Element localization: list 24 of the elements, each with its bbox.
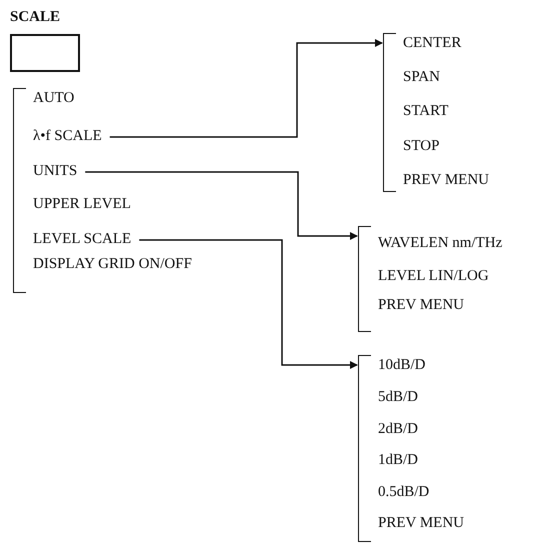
connector-arrow xyxy=(85,171,358,240)
key-label: SCALE xyxy=(10,8,62,26)
menu-item: LEVEL LIN/LOG xyxy=(378,267,497,285)
connector-arrow xyxy=(139,239,358,369)
connector-arrow xyxy=(110,39,383,138)
menu-item: 5dB/D xyxy=(378,388,426,406)
menu-item: LEVEL SCALE xyxy=(33,230,140,248)
menu-item: λ•f SCALE xyxy=(33,127,110,145)
menu-item: AUTO xyxy=(33,89,82,107)
menu-item: 2dB/D xyxy=(378,420,426,438)
menu-item: 10dB/D xyxy=(378,356,434,374)
menu-item: CENTER xyxy=(403,34,470,52)
menu-item: UPPER LEVEL xyxy=(33,195,139,213)
menu-item: 0.5dB/D xyxy=(378,483,438,501)
menu-item: STOP xyxy=(403,137,448,155)
menu-item: PREV MENU xyxy=(403,171,497,189)
menu-item: DISPLAY GRID ON/OFF xyxy=(33,255,200,273)
menu-item: WAVELEN nm/THz xyxy=(378,234,510,252)
menu-item: PREV MENU xyxy=(378,514,472,532)
menu-item: UNITS xyxy=(33,162,86,180)
menu-item: 1dB/D xyxy=(378,451,426,469)
menu-item: SPAN xyxy=(403,68,448,86)
menu-item: START xyxy=(403,102,456,120)
menu-item: PREV MENU xyxy=(378,296,472,314)
